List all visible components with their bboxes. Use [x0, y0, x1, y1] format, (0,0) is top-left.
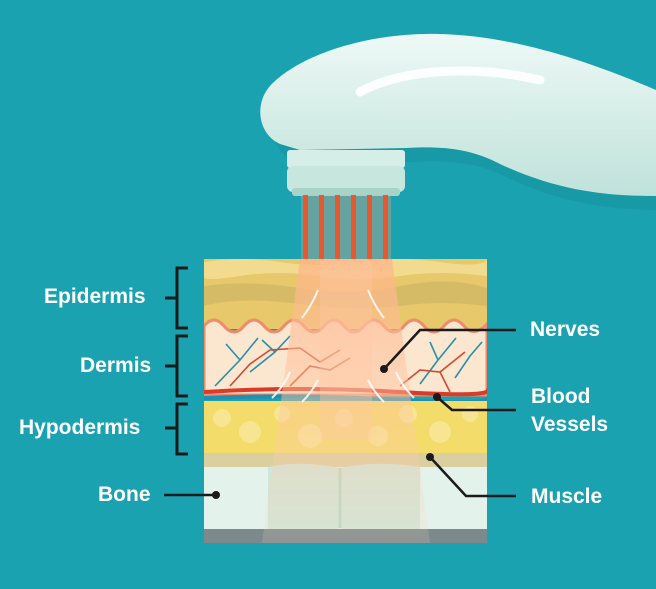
label-blood-vessels-line1: Blood: [531, 385, 591, 408]
pointer-lines: [164, 328, 516, 498]
light-arrows: [271, 289, 415, 403]
label-bone: Bone: [98, 483, 151, 506]
label-hypodermis: Hypodermis: [19, 416, 141, 439]
pointer-blood-vessels: [436, 396, 516, 412]
label-blood-vessels-line2: Vessels: [531, 413, 609, 436]
label-muscle: Muscle: [531, 485, 603, 508]
light-penetration-glow: [262, 259, 430, 543]
skin-cross-section: [204, 259, 487, 543]
label-epidermis: Epidermis: [44, 285, 146, 308]
laser-beams: [301, 195, 391, 263]
label-nerves: Nerves: [530, 318, 601, 341]
pointer-muscle: [429, 456, 516, 498]
nerve-branches: [214, 335, 483, 387]
bracket-hypodermis: [175, 402, 188, 456]
pointer-dots: [212, 365, 441, 499]
light-therapy-device-icon: [260, 33, 656, 210]
bracket-epidermis: [175, 266, 188, 330]
pointer-nerves: [383, 328, 516, 370]
bracket-dermis: [175, 334, 188, 398]
label-dermis: Dermis: [80, 354, 152, 377]
layer-brackets: [165, 266, 188, 456]
